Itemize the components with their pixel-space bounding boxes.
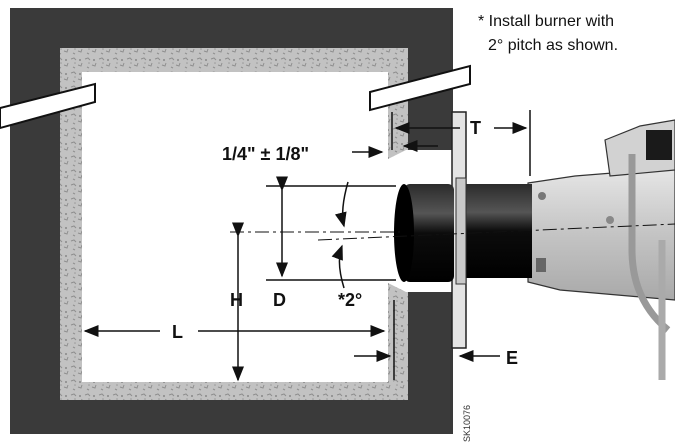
break-line-left <box>0 82 96 130</box>
dimension-lines <box>83 110 531 382</box>
centerlines <box>230 223 675 241</box>
housing-bolt-2 <box>606 216 614 224</box>
install-note-line1: * Install burner with <box>478 13 614 30</box>
pitch-arc-lower <box>331 244 345 289</box>
break-line-right <box>369 64 471 112</box>
nozzle-ring <box>404 184 454 282</box>
nozzle-face <box>394 184 414 282</box>
housing-tab <box>536 258 546 272</box>
pitch-label: *2° <box>338 290 362 310</box>
burner-axis-line <box>317 223 675 241</box>
drawing-code: SK10076 <box>462 405 472 442</box>
d-label: D <box>273 290 286 310</box>
l-label: L <box>172 322 183 342</box>
burner-housing <box>527 167 675 301</box>
t-label: T <box>470 118 481 138</box>
labels: * Install burner with 2° pitch as shown.… <box>172 13 618 442</box>
e-label: E <box>506 348 518 368</box>
housing-bolt <box>538 192 546 200</box>
burner-assembly <box>394 111 675 380</box>
tube-collar <box>455 177 467 285</box>
h-label: H <box>230 290 243 310</box>
chamber-interior <box>82 72 388 382</box>
install-note-line2: 2° pitch as shown. <box>488 37 618 54</box>
pitch-arc-upper <box>334 181 349 228</box>
control-box <box>646 130 672 160</box>
gap-label: 1/4" ± 1/8" <box>222 144 309 164</box>
